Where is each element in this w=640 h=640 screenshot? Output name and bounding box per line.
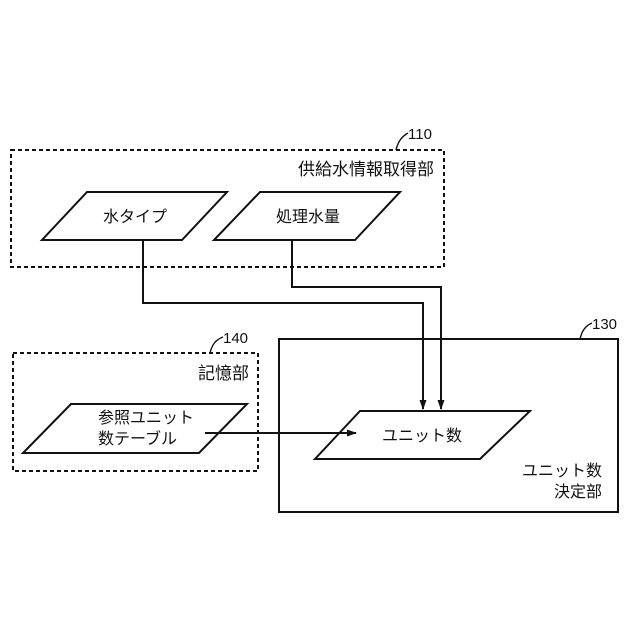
supply-info-unit-title: 供給水情報取得部: [298, 160, 434, 180]
unit-count-output-label: ユニット数: [382, 426, 462, 445]
storage-unit-title: 記憶部: [198, 364, 249, 384]
supply-info-unit-ref: 110: [408, 126, 432, 143]
unit-count-decision-unit: 130 ユニット数 決定部 ユニット数: [279, 316, 618, 512]
treated-volume-label: 処理水量: [276, 207, 340, 226]
decision-unit-ref: 130: [592, 316, 617, 333]
water-type-label: 水タイプ: [103, 207, 167, 226]
storage-unit: 記憶部 140 参照ユニット 数テーブル: [13, 330, 258, 471]
supply-info-unit-leader: [396, 133, 408, 150]
arrow-treated-volume-to-unit-count: [292, 240, 441, 409]
decision-unit-title-line1: ユニット数: [522, 461, 602, 480]
reference-table-label-line2: 数テーブル: [98, 429, 177, 448]
supply-info-unit: 供給水情報取得部 110 水タイプ 処理水量: [11, 126, 444, 267]
storage-unit-leader: [210, 337, 223, 353]
reference-table-label-line1: 参照ユニット: [98, 408, 194, 427]
storage-unit-ref: 140: [223, 330, 248, 347]
arrow-water-type-to-unit-count: [143, 240, 423, 409]
decision-unit-title-line2: 決定部: [554, 482, 602, 501]
decision-unit-leader: [580, 323, 592, 339]
